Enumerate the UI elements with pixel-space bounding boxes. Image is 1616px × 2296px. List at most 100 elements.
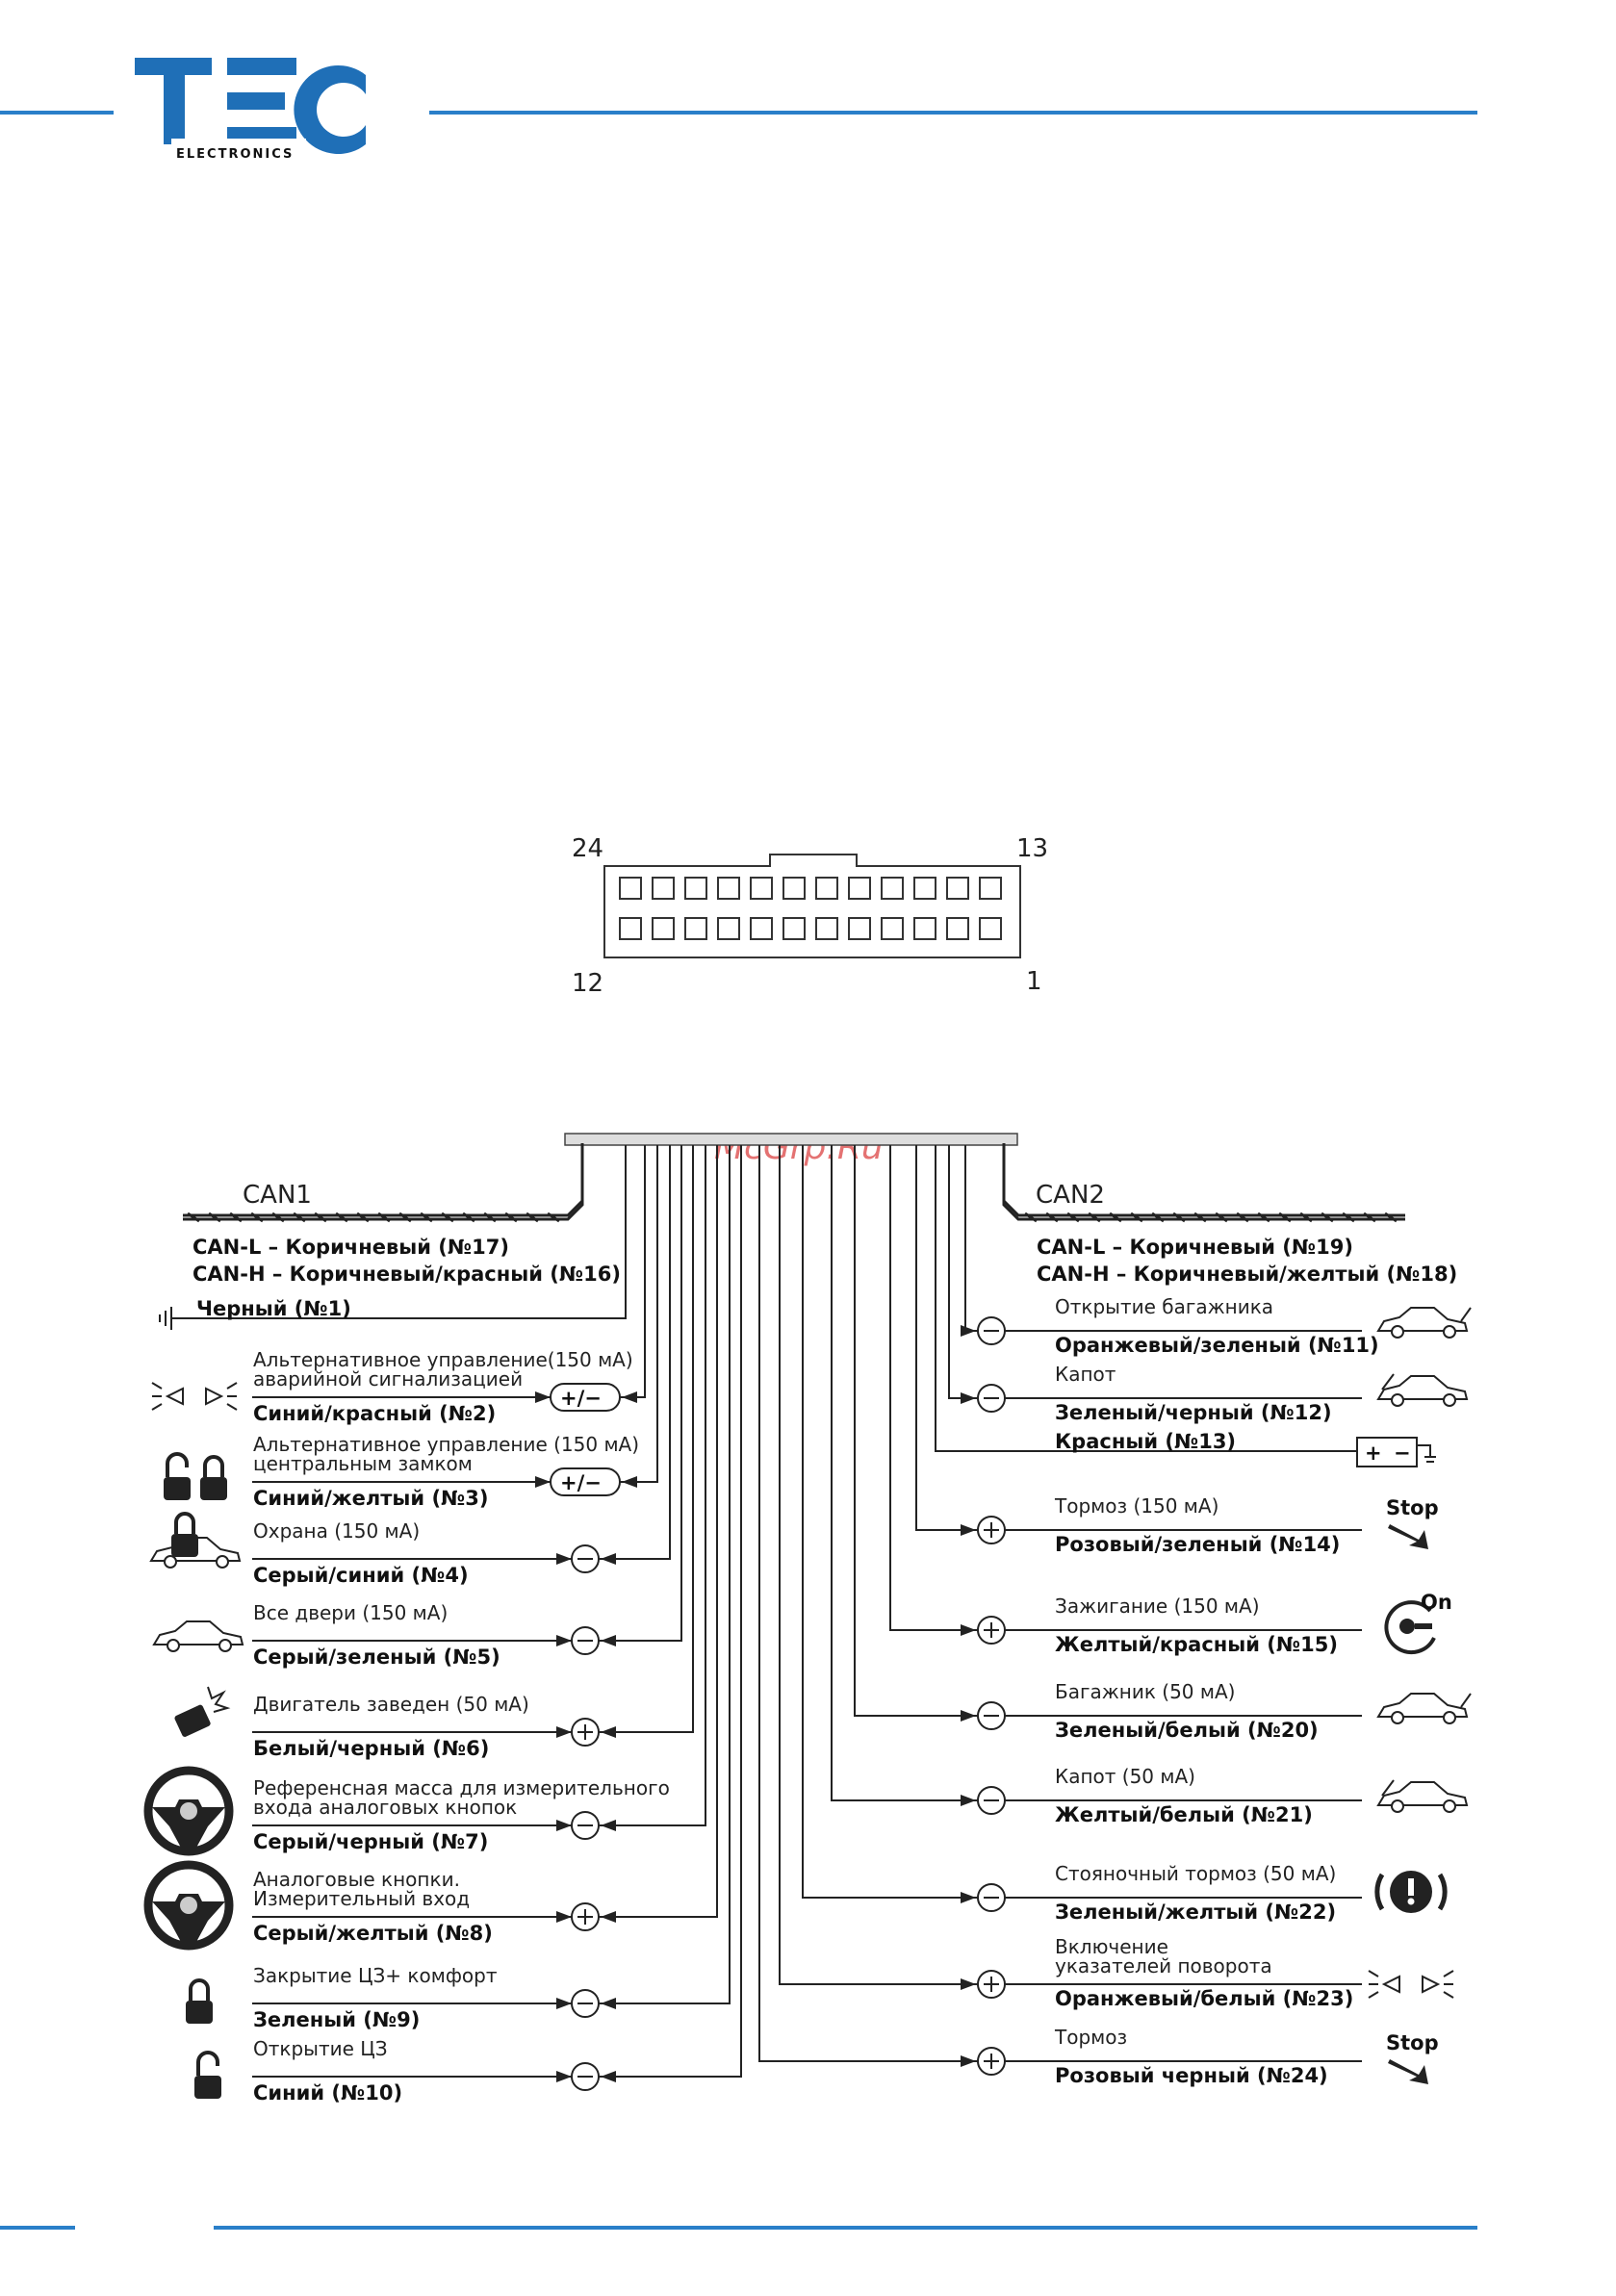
left-wire-label-5: Серый/зеленый (№5) xyxy=(253,1645,500,1669)
connector-pin xyxy=(750,917,773,940)
left-arrow-7 xyxy=(601,1820,616,1831)
left-wire-7 xyxy=(252,1145,706,1826)
left-desc-7: Референсная масса для измерительного xyxy=(253,1776,670,1799)
left-desc-6: Двигатель заведен (50 мА) xyxy=(253,1693,529,1716)
car-hood-icon-2-body xyxy=(1376,1781,1469,1806)
connector-pin xyxy=(881,917,904,940)
car-hood-icon-2 xyxy=(1376,1779,1469,1813)
can-twist-mark xyxy=(293,1212,306,1223)
wires: +/−+/− xyxy=(171,1145,1362,2091)
left-desc2-3: центральным замком xyxy=(253,1452,473,1475)
engine-icon xyxy=(174,1686,231,1737)
battery-ground xyxy=(1417,1444,1436,1463)
right-desc-8: Стояночный тормоз (50 мА) xyxy=(1055,1862,1336,1885)
steering-wheel-icon-1-spokes xyxy=(152,1799,225,1848)
right-desc-2: Капот xyxy=(1055,1363,1116,1386)
lock-unlock-icon-shackle xyxy=(166,1452,189,1477)
car-trunk-icon-body xyxy=(1376,1307,1469,1332)
left-wire-label-9: Зеленый (№9) xyxy=(253,2008,420,2031)
battery-minus: − xyxy=(1394,1441,1411,1465)
battery-plus: + xyxy=(1365,1441,1382,1465)
left-wire-label-6: Белый/черный (№6) xyxy=(253,1737,489,1760)
can-twist-mark xyxy=(377,1212,391,1223)
left-symbol-3-text: +/− xyxy=(560,1471,602,1494)
left-wire-label-10: Синий (№10) xyxy=(253,2081,402,2105)
left-wire-4 xyxy=(252,1145,671,1560)
can-twist-mark xyxy=(1066,1212,1080,1223)
can-twist-mark xyxy=(1321,1212,1334,1223)
right-wire-10 xyxy=(758,1145,1362,2062)
can-twist-mark xyxy=(398,1212,412,1223)
car-hood-icon-2-wheel xyxy=(1443,1799,1456,1813)
can-bus-cables xyxy=(183,1143,1405,1223)
can-twist-mark xyxy=(504,1212,518,1223)
pin-label-1: 1 xyxy=(1026,967,1042,996)
lock-open-icon-shackle xyxy=(196,2051,219,2076)
can-twist-mark xyxy=(1342,1212,1355,1223)
can-twist-mark xyxy=(1257,1212,1270,1223)
left-desc-8: Аналоговые кнопки. xyxy=(253,1868,460,1891)
can-twist-mark xyxy=(1236,1212,1249,1223)
hazard-lights-icon-ray xyxy=(226,1382,238,1390)
pin-label-12: 12 xyxy=(572,969,603,998)
connector-pin xyxy=(946,877,969,900)
right-desc-7: Капот (50 мА) xyxy=(1055,1765,1195,1788)
car-lock-icon-lock-body xyxy=(171,1534,198,1557)
left-wire-6 xyxy=(252,1145,694,1733)
turn-signal-icon-arrows xyxy=(1381,1975,1441,1994)
connector-pin xyxy=(782,917,806,940)
brake-pedal-icon-2: Stop xyxy=(1386,2031,1439,2084)
can-wire-b xyxy=(1002,1147,1405,1221)
left-arrow-in-10 xyxy=(556,2071,572,2082)
ignition-arc xyxy=(1384,1600,1436,1655)
left-arrow-10 xyxy=(601,2071,616,2082)
car-trunk-icon-trunk xyxy=(1460,1307,1472,1322)
connector-pin xyxy=(979,877,1002,900)
can-twist-mark xyxy=(547,1212,560,1223)
right-wire-label-6: Зеленый/белый (№20) xyxy=(1055,1719,1319,1742)
connector-pin xyxy=(881,877,904,900)
right-wire-label-8: Зеленый/желтый (№22) xyxy=(1055,1901,1336,1924)
can-twist-mark xyxy=(1130,1212,1143,1223)
connector-pin xyxy=(815,917,838,940)
battery-icon-body xyxy=(1356,1437,1418,1467)
left-wire-label-1: Черный (№1) xyxy=(196,1297,351,1320)
pin-label-24: 24 xyxy=(572,834,603,863)
lock-unlock-icon-closed-body xyxy=(200,1477,227,1500)
left-arrow-in-2 xyxy=(535,1391,551,1403)
right-desc-1: Открытие багажника xyxy=(1055,1295,1273,1318)
right-wire-label-3: Красный (№13) xyxy=(1055,1430,1236,1453)
car-doors-icon xyxy=(152,1620,244,1652)
lock-closed-icon-shackle xyxy=(189,1978,210,2001)
right-wire-label-1: Оранжевый/зеленый (№11) xyxy=(1055,1334,1379,1357)
connector-pin xyxy=(717,917,740,940)
left-wire-1 xyxy=(171,1145,627,1319)
can-twist-mark xyxy=(187,1212,200,1223)
car-hood-icon-2-hood xyxy=(1381,1779,1395,1797)
car-lock-icon-wheel xyxy=(164,1555,177,1569)
left-arrow-in-8 xyxy=(556,1911,572,1923)
left-wire-8 xyxy=(252,1145,718,1918)
right-arrow-10 xyxy=(961,2055,976,2067)
can-twist-mark xyxy=(208,1212,221,1223)
right-wire-label-4: Розовый/зеленый (№14) xyxy=(1055,1533,1340,1556)
right-desc2-9: указателей поворота xyxy=(1055,1954,1272,1977)
connector-pin xyxy=(717,877,740,900)
car-hood-icon-wheel xyxy=(1443,1393,1456,1407)
brake-pedal-icon-text: Stop xyxy=(1386,1496,1439,1519)
left-arrow-5 xyxy=(601,1635,616,1646)
steering-wheel-icon-2 xyxy=(143,1860,234,1951)
steering-wheel-icon-1 xyxy=(143,1766,234,1856)
can1-line1: CAN-L – Коричневый (№17) xyxy=(192,1236,509,1259)
connector-pin xyxy=(619,917,642,940)
brake-pedal-icon-2-foot xyxy=(1388,2059,1428,2084)
can-twist-mark xyxy=(356,1212,370,1223)
lock-unlock-icon-closed xyxy=(200,1455,227,1500)
can-twist-mark xyxy=(462,1212,475,1223)
car-trunk-icon-2-body xyxy=(1376,1693,1469,1718)
harness-bar xyxy=(564,1133,1018,1146)
car-doors-icon-wheel xyxy=(218,1639,232,1652)
can2-line1: CAN-L – Коричневый (№19) xyxy=(1037,1236,1353,1259)
right-desc-10: Тормоз xyxy=(1054,2026,1127,2049)
